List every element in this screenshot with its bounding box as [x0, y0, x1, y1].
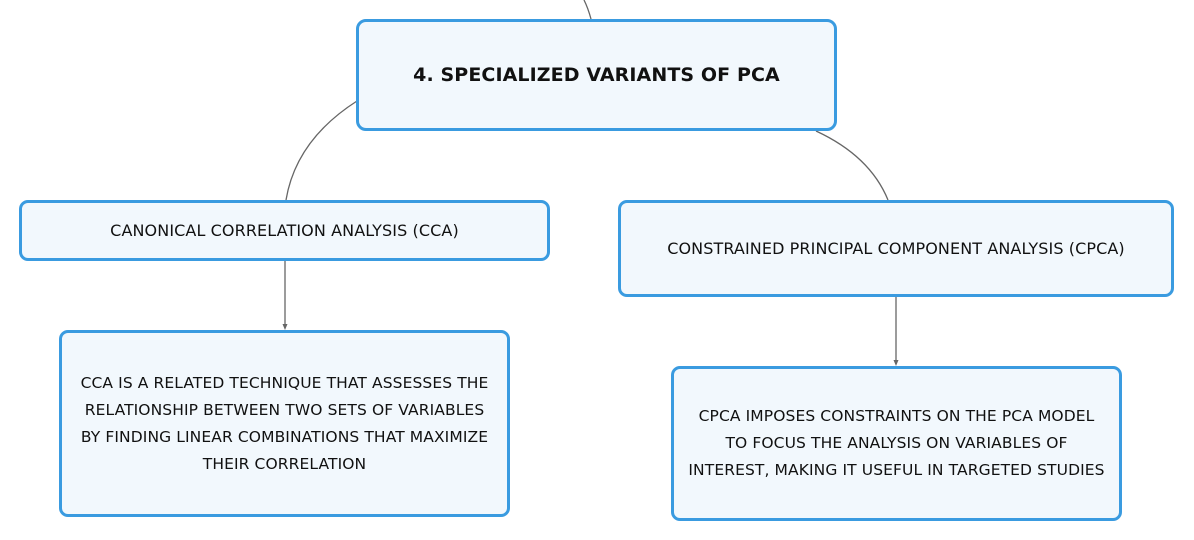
detail-cca-line: BY FINDING LINEAR COMBINATIONS THAT MAXI… [80, 427, 489, 446]
detail-cca[interactable]: CCA IS A RELATED TECHNIQUE THAT ASSESSES… [59, 330, 510, 517]
detail-cpca-line: INTEREST, MAKING IT USEFUL IN TARGETED S… [688, 461, 1105, 479]
detail-cca-line: THEIR CORRELATION [202, 454, 367, 473]
topic-cca-label: CANONICAL CORRELATION ANALYSIS (CCA) [110, 221, 459, 240]
connector-root-to-cpca [815, 130, 889, 201]
arrowhead-cca-detail [282, 324, 288, 330]
detail-cpca-line: CPCA IMPOSES CONSTRAINTS ON THE PCA MODE… [698, 407, 1095, 425]
detail-cca-line: CCA IS A RELATED TECHNIQUE THAT ASSESSES… [80, 373, 489, 392]
detail-cca-line: RELATIONSHIP BETWEEN TWO SETS OF VARIABL… [84, 400, 485, 419]
topic-cpca[interactable]: CONSTRAINED PRINCIPAL COMPONENT ANALYSIS… [618, 200, 1174, 297]
topic-cca[interactable]: CANONICAL CORRELATION ANALYSIS (CCA) [19, 200, 550, 261]
root-topic[interactable]: 4. SPECIALIZED VARIANTS OF PCA [356, 19, 837, 131]
detail-cpca[interactable]: CPCA IMPOSES CONSTRAINTS ON THE PCA MODE… [671, 366, 1122, 521]
detail-cpca-text: CPCA IMPOSES CONSTRAINTS ON THE PCA MODE… [688, 403, 1104, 484]
topic-cpca-label: CONSTRAINED PRINCIPAL COMPONENT ANALYSIS… [667, 239, 1125, 258]
arrowhead-cpca-detail [893, 360, 899, 366]
connector-parent-to-root [583, 0, 592, 20]
root-topic-label: 4. SPECIALIZED VARIANTS OF PCA [413, 64, 780, 86]
detail-cca-text: CCA IS A RELATED TECHNIQUE THAT ASSESSES… [81, 370, 489, 478]
connector-root-to-cca [285, 100, 358, 201]
detail-cpca-line: TO FOCUS THE ANALYSIS ON VARIABLES OF [725, 434, 1068, 452]
